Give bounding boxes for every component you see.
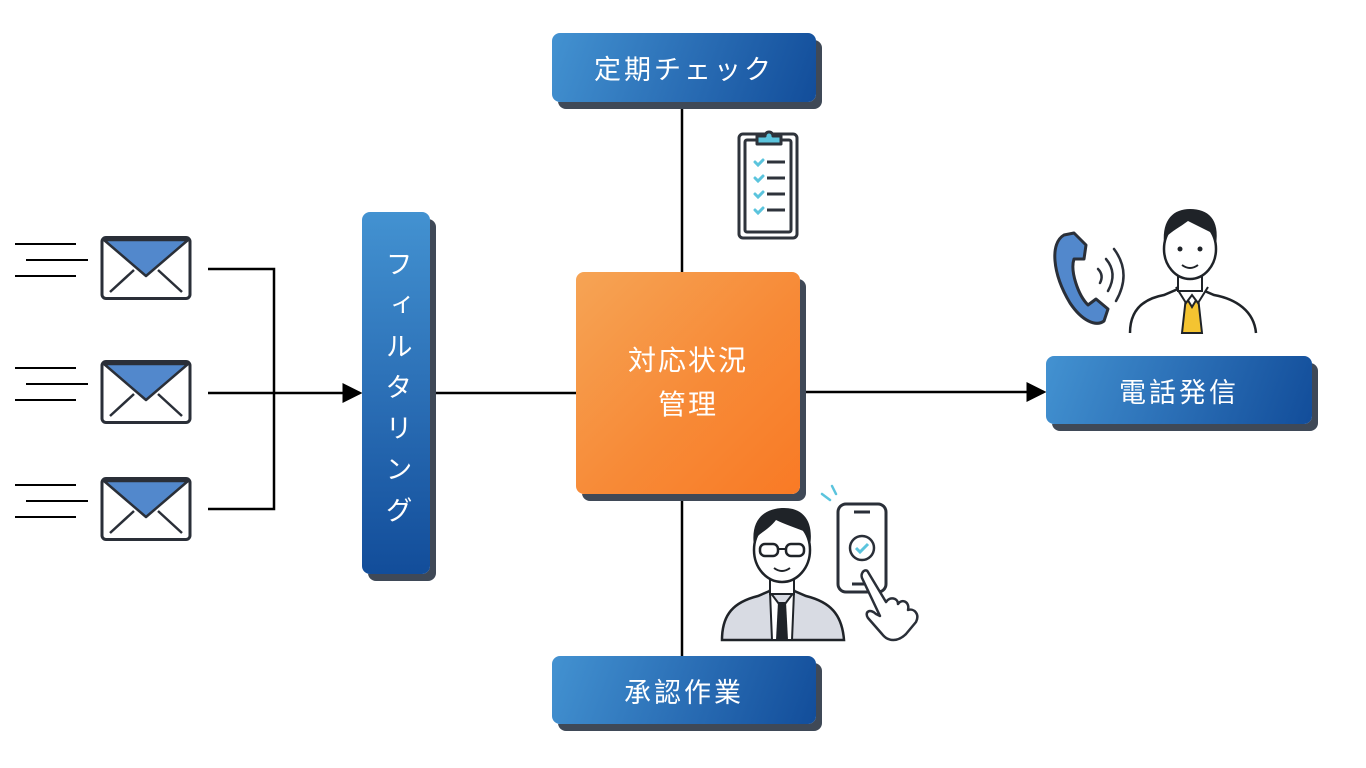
node-filtering: フィルタリング [362,212,430,574]
mail-connector-bracket [208,267,363,511]
node-status-management-label-line1: 対応状況 [627,344,748,377]
node-approval-label: 承認作業 [624,677,744,709]
checklist-clipboard-icon [737,120,801,246]
sound-waves-icon [1096,247,1125,303]
node-periodic-check-label: 定期チェック [594,55,774,86]
node-status-management-label-line2: 管理 [657,388,718,421]
pointing-hand-icon [860,569,919,642]
smartphone-icon [836,502,888,594]
mail-item-1 [14,236,194,306]
person-icon [1128,209,1258,334]
node-phone-call-label: 電話発信 [1119,377,1239,409]
approver-smartphone-icon [718,484,928,648]
envelope-icon [15,477,192,541]
node-status-management: 対応状況 管理 [576,272,800,494]
node-periodic-check: 定期チェック [552,33,816,102]
phone-call-person-icon [1046,203,1266,342]
phone-handset-icon [1053,231,1110,325]
mail-item-3 [14,477,194,547]
node-phone-call: 電話発信 [1046,356,1312,424]
envelope-icon [15,360,192,424]
node-filtering-label: フィルタリング [380,249,412,537]
man-with-glasses-icon [720,508,846,642]
envelope-icon [15,236,192,300]
mail-item-2 [14,360,194,430]
node-approval: 承認作業 [552,656,816,724]
